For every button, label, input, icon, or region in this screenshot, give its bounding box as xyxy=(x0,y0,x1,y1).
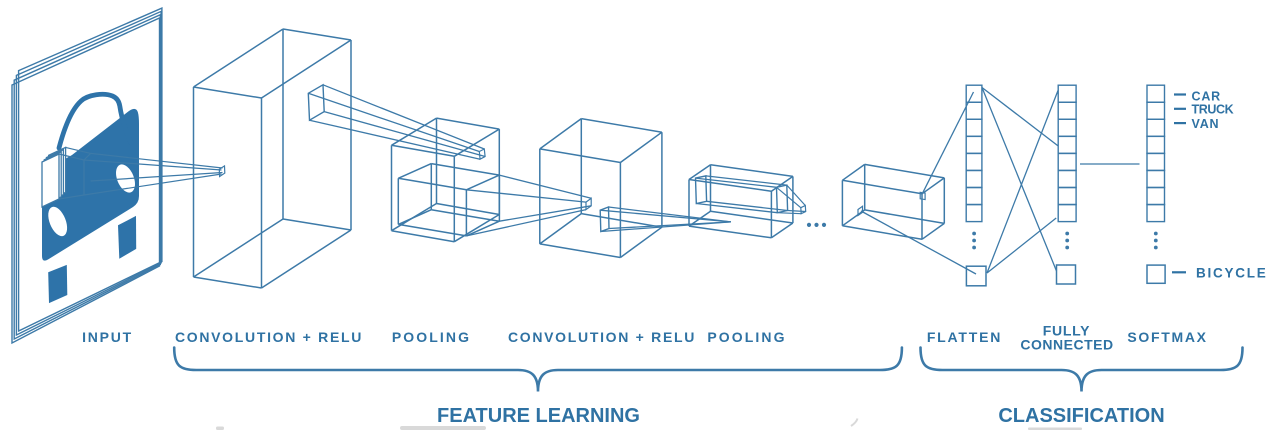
svg-text:VAN: VAN xyxy=(1192,117,1220,131)
svg-text:TRUCK: TRUCK xyxy=(1192,103,1234,117)
svg-text:INPUT: INPUT xyxy=(82,329,133,345)
svg-text:POOLING: POOLING xyxy=(392,329,471,345)
svg-text:POOLING: POOLING xyxy=(707,329,786,345)
svg-text:CONVOLUTION + RELU: CONVOLUTION + RELU xyxy=(508,329,696,345)
svg-text:BICYCLE: BICYCLE xyxy=(1196,266,1266,281)
svg-text:FLATTEN: FLATTEN xyxy=(927,329,1002,345)
svg-text:FEATURE LEARNING: FEATURE LEARNING xyxy=(437,405,640,427)
svg-text:SOFTMAX: SOFTMAX xyxy=(1127,329,1207,345)
svg-text:CONNECTED: CONNECTED xyxy=(1020,337,1113,353)
svg-text:FULLY: FULLY xyxy=(1043,323,1091,339)
svg-text:CAR: CAR xyxy=(1192,90,1221,104)
svg-text:CONVOLUTION + RELU: CONVOLUTION + RELU xyxy=(175,329,363,345)
svg-text:CLASSIFICATION: CLASSIFICATION xyxy=(998,405,1164,427)
